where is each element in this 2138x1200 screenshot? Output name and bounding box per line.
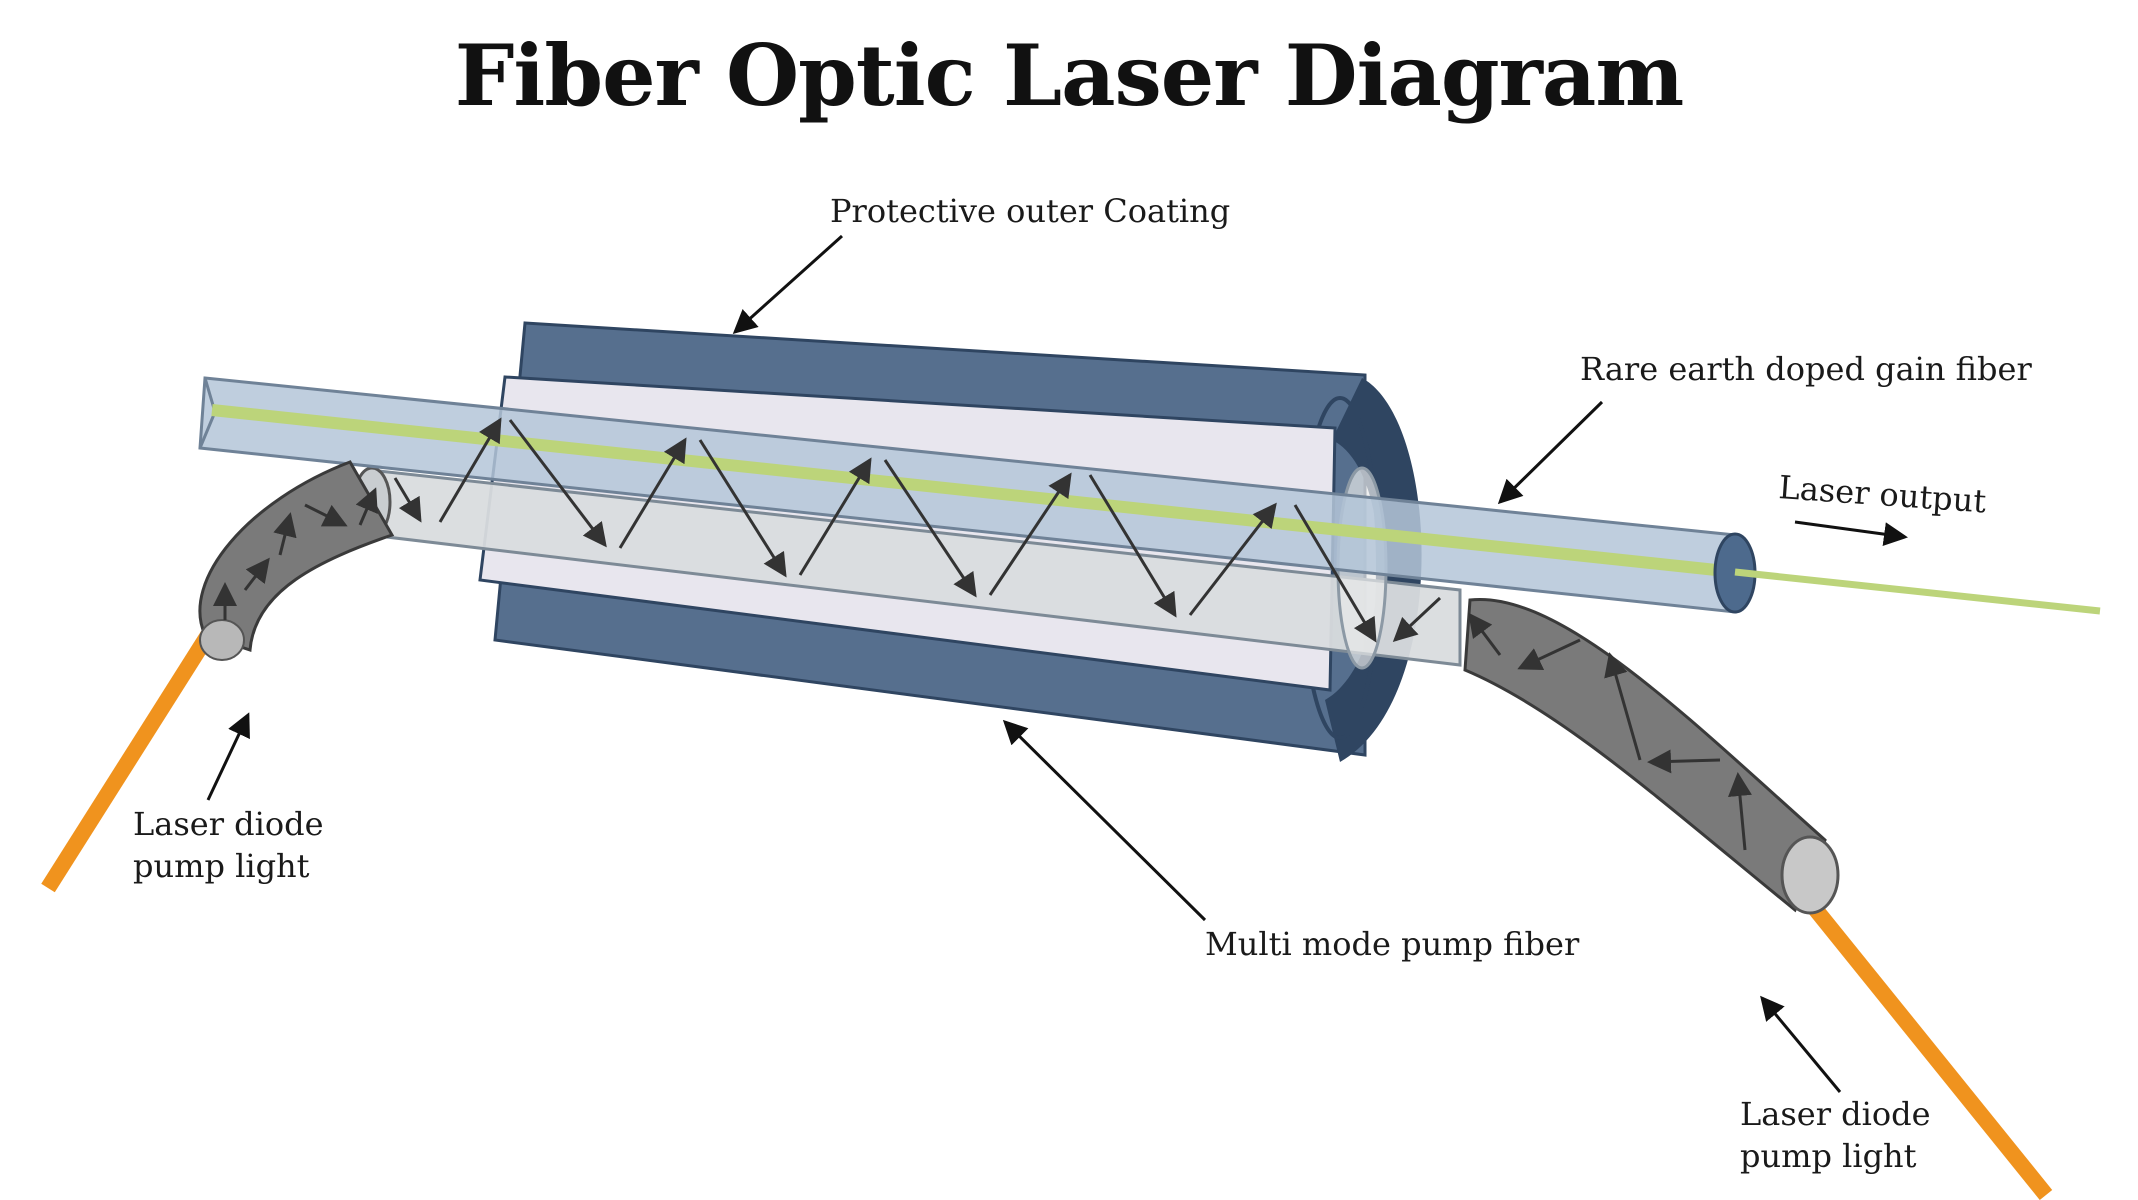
label-pump-light-left-line2: pump light: [133, 847, 310, 885]
pump-light-reflections: [393, 417, 1442, 643]
laser-output-beam: [1734, 568, 2101, 615]
diagram-title: Fiber Optic Laser Diagram: [454, 26, 1684, 125]
label-protective-coating: Protective outer Coating: [830, 192, 1230, 230]
pump-bend-left: [198, 460, 395, 661]
label-laser-output: Laser output: [1777, 468, 1987, 520]
label-pump-light-right-line1: Laser diode: [1740, 1095, 1931, 1133]
pump-light-left: [41, 627, 217, 893]
label-pump-light-right-line2: pump light: [1740, 1137, 1917, 1175]
gain-fiber: [198, 376, 1757, 614]
arrow-pump-light-right: [1760, 995, 1842, 1093]
arrow-laser-output: [1794, 520, 1908, 547]
doped-core: [211, 404, 1736, 578]
label-gain-fiber: Rare earth doped gain fiber: [1580, 350, 2032, 388]
label-pump-fiber: Multi mode pump fiber: [1205, 925, 1580, 963]
pump-light-right: [1801, 894, 2053, 1200]
arrow-pump-light-left: [206, 712, 250, 801]
label-pump-light-left-line1: Laser diode: [133, 805, 324, 843]
callout-arrows: [206, 234, 1908, 1093]
arrow-protective-coating: [732, 234, 844, 335]
pump-bend-right: [1463, 597, 1840, 915]
arrow-pump-fiber: [1002, 719, 1207, 922]
arrow-gain-fiber: [1497, 400, 1604, 505]
